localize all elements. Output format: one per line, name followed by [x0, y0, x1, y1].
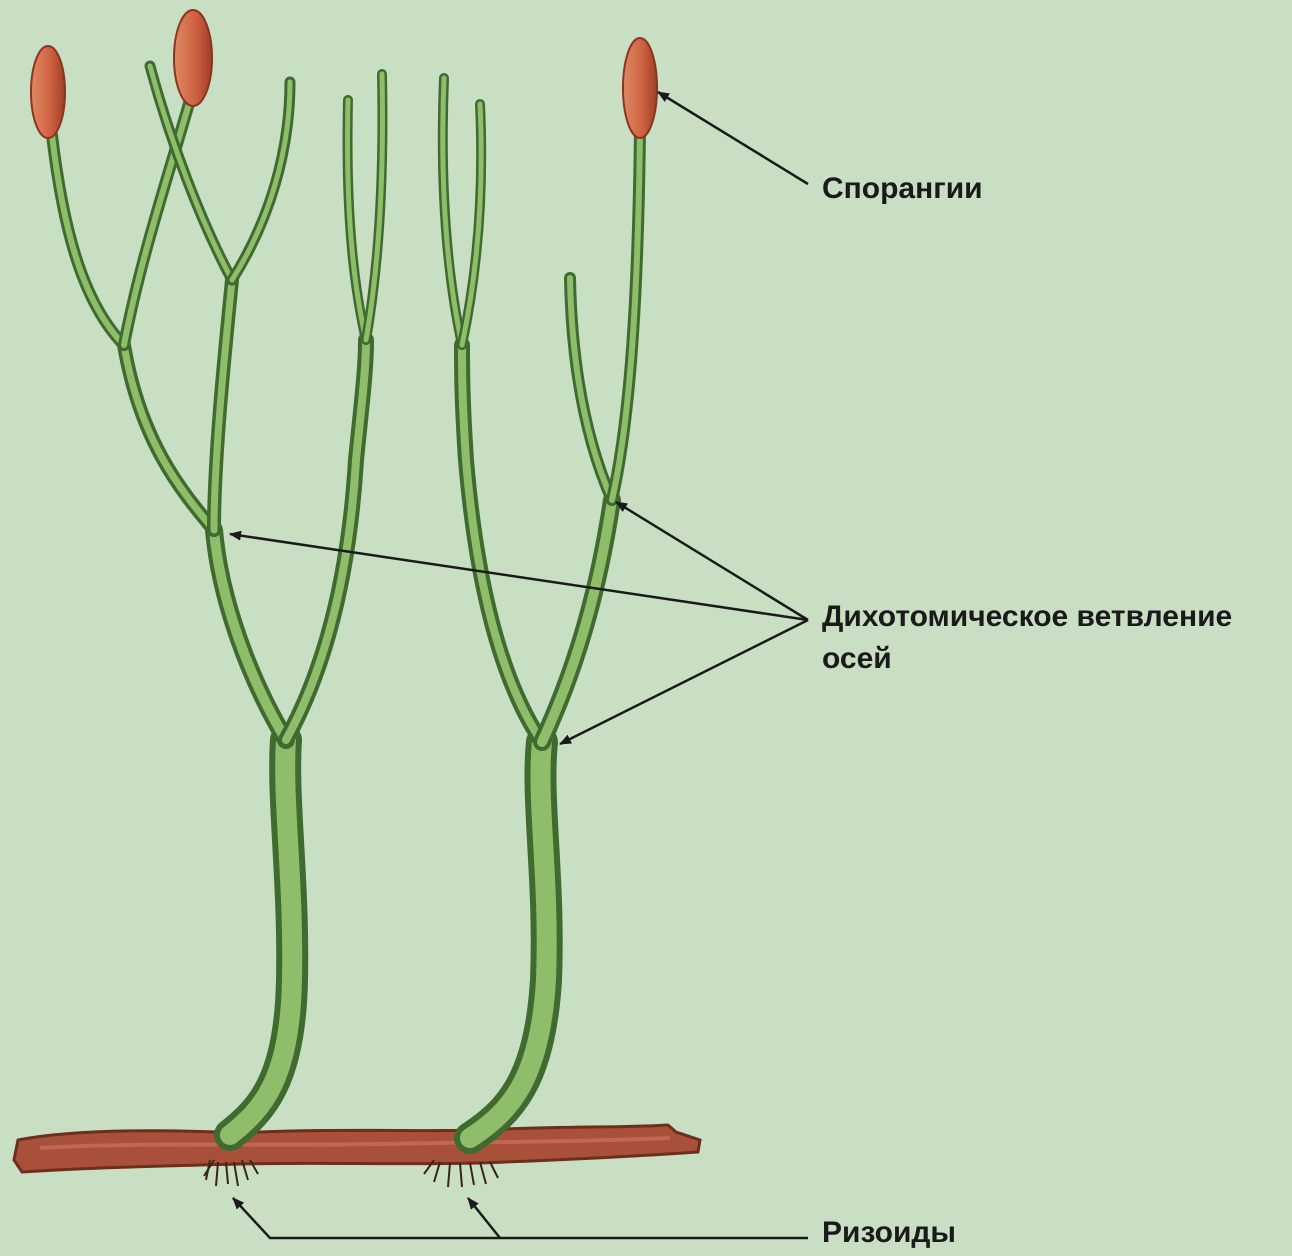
plant-left — [52, 66, 382, 1135]
rhizoids-pointer — [233, 1198, 808, 1238]
rhizome — [14, 1125, 700, 1172]
sporangium — [174, 10, 212, 106]
sporangia-label: Спорангии — [822, 168, 983, 210]
sporangium — [623, 38, 657, 138]
branching-pointer — [230, 534, 808, 620]
rhizoids-pointer — [468, 1198, 500, 1238]
rhizoids-label-text: Ризоиды — [822, 1216, 956, 1249]
sporangia-pointer — [658, 92, 808, 184]
branching-pointer — [560, 620, 808, 744]
sporangia-label-text: Спорангии — [822, 172, 983, 205]
branching-label: Дихотомическое ветвление осей — [822, 596, 1232, 680]
sporangium — [31, 46, 65, 138]
plant-right — [443, 78, 640, 1138]
branching-label-line2: осей — [822, 638, 1232, 680]
branching-label-line1: Дихотомическое ветвление — [822, 596, 1232, 638]
branching-pointer — [616, 502, 808, 620]
rhizoids-label: Ризоиды — [822, 1212, 956, 1254]
